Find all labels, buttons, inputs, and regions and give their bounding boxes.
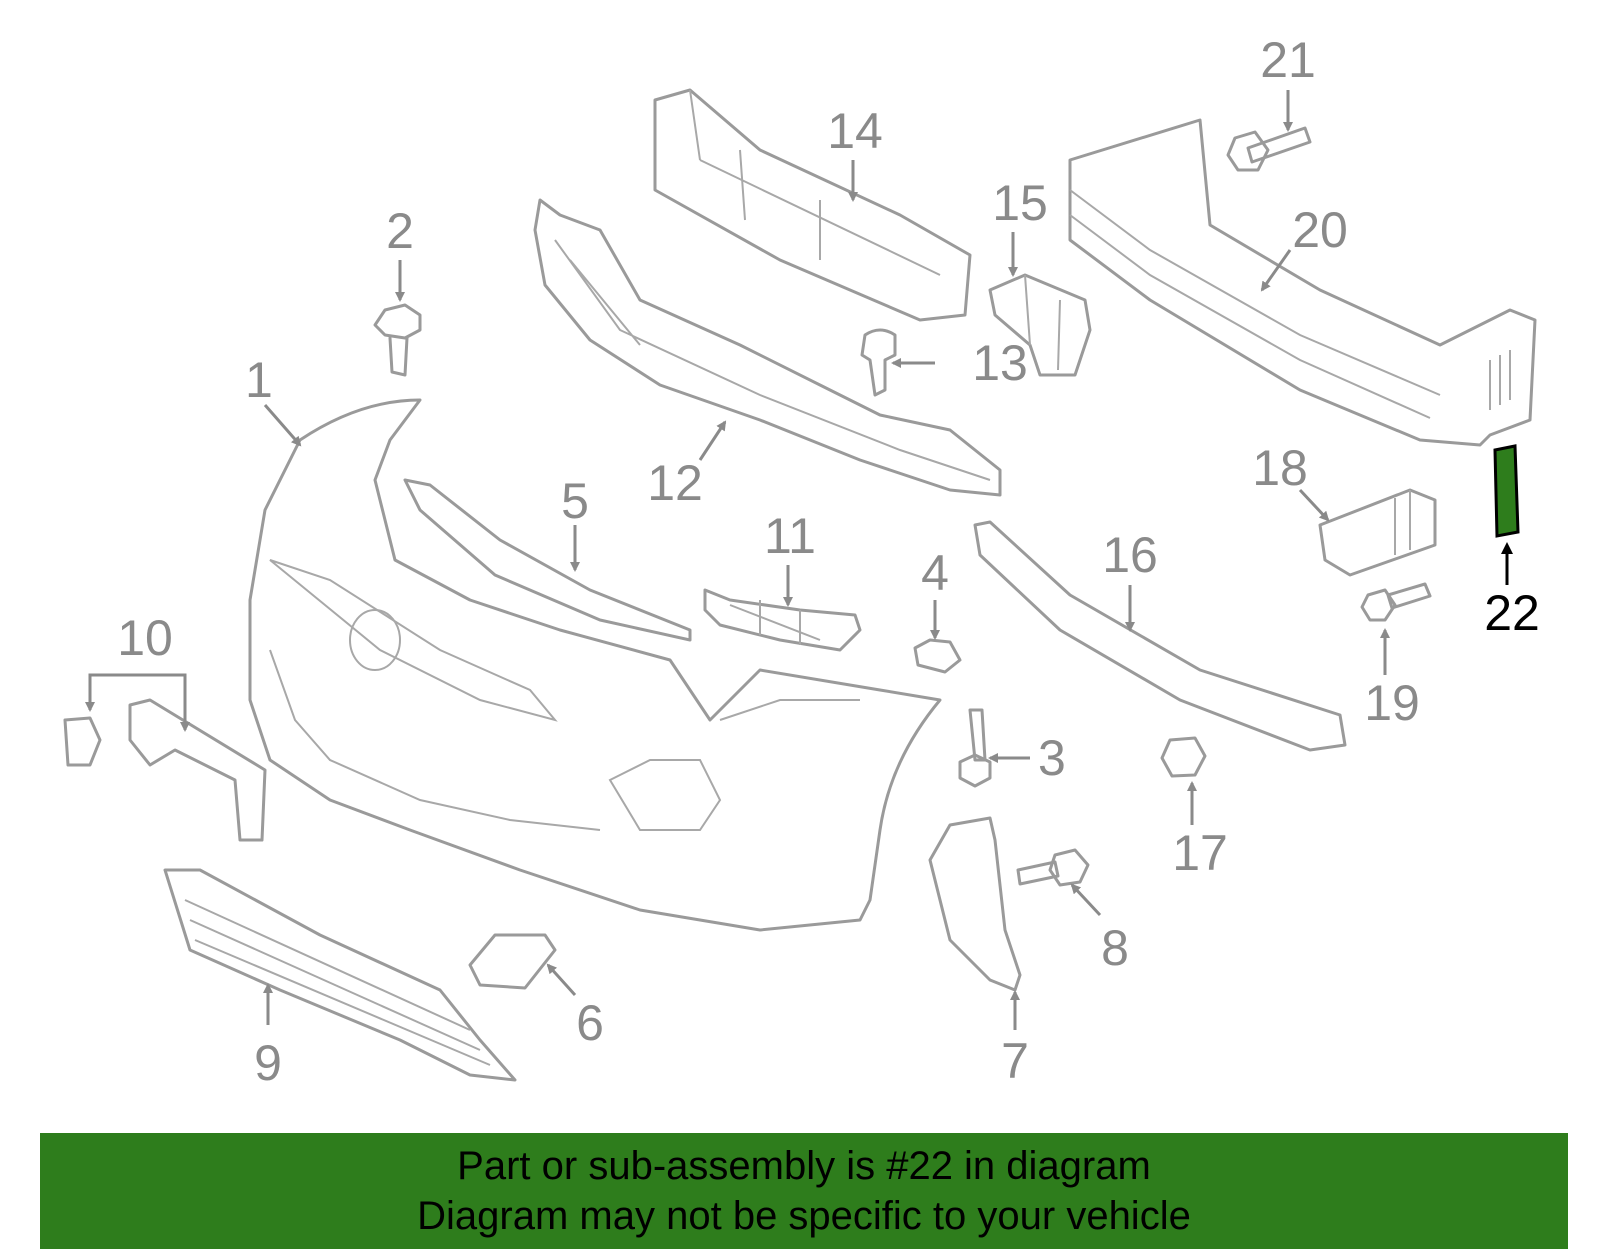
part-21-bolt: [1226, 126, 1312, 172]
part-20-reinforcement: [1068, 118, 1537, 447]
part-1-bumper-cover: [248, 398, 942, 932]
callout-16: 16: [1102, 527, 1158, 583]
callout-2: 2: [386, 203, 414, 259]
callout-8: 8: [1101, 920, 1129, 976]
info-banner: Part or sub-assembly is #22 in diagram D…: [40, 1133, 1568, 1249]
part-17-nut: [1160, 736, 1207, 778]
part-18-bracket: [1318, 488, 1437, 577]
banner-line-2: Diagram may not be specific to your vehi…: [417, 1194, 1191, 1238]
callout-17: 17: [1172, 825, 1228, 881]
part-16-reinforcement: [973, 520, 1347, 752]
part-8-bolt: [1016, 848, 1090, 887]
callout-18: 18: [1252, 440, 1308, 496]
part-12-retainer: [533, 198, 1002, 497]
part-13-clip: [860, 328, 897, 397]
part-5-molding: [403, 478, 692, 642]
callout-7: 7: [1001, 1033, 1029, 1089]
part-14-absorber: [653, 88, 972, 322]
callout-10: 10: [117, 610, 173, 666]
callout-14: 14: [827, 103, 883, 159]
part-7-bracket: [928, 816, 1022, 992]
callout-19: 19: [1364, 675, 1420, 731]
part-11-bracket: [703, 588, 862, 652]
callout-5: 5: [561, 473, 589, 529]
callout-4: 4: [921, 545, 949, 601]
callout-11: 11: [764, 508, 816, 564]
part-4-clip: [913, 638, 962, 674]
part-19-bolt: [1360, 582, 1432, 622]
callout-22: 22: [1484, 585, 1540, 641]
part-2-bolt: [373, 303, 422, 377]
callout-6: 6: [576, 995, 604, 1051]
callout-3: 3: [1038, 730, 1066, 786]
banner-line-1: Part or sub-assembly is #22 in diagram: [457, 1144, 1151, 1188]
callout-13: 13: [972, 335, 1028, 391]
callout-21: 21: [1260, 32, 1316, 88]
callout-15: 15: [992, 175, 1048, 231]
part-15-bracket: [988, 273, 1092, 377]
callout-9: 9: [254, 1035, 282, 1091]
part-9-grille: [163, 868, 517, 1082]
callout-labels: 1 2 3 4 5 6 7 8 9 10 11 12 13 14 15 16 1…: [117, 32, 1540, 1091]
leader-lines: [85, 90, 1513, 1030]
callout-20: 20: [1292, 202, 1348, 258]
part-3-bolt: [958, 708, 992, 788]
part-22-highlighted[interactable]: [1493, 444, 1520, 538]
callout-1: 1: [245, 352, 273, 408]
callout-12: 12: [647, 455, 703, 511]
part-6-cover: [468, 933, 557, 990]
part-10-bracket: [63, 698, 267, 842]
